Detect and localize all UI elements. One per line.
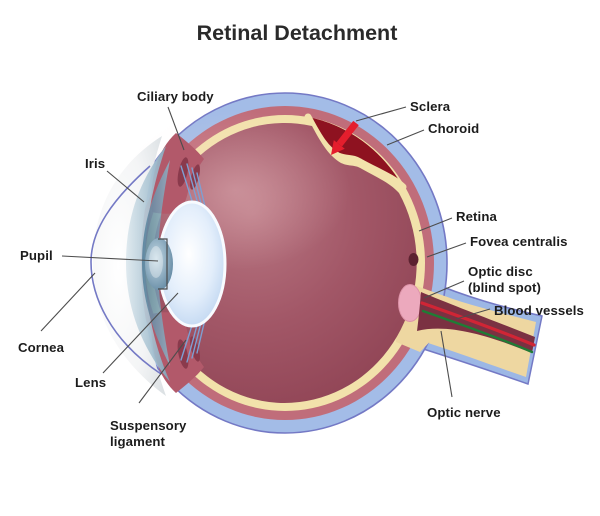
label-optic-nerve: Optic nerve [427,405,501,420]
pupil-bracket [158,238,168,290]
label-suspensory-line2: ligament [110,434,166,449]
leader-optic-disc [423,280,465,299]
label-retina: Retina [456,209,497,224]
leader-lens [102,292,179,374]
lens-capsule-highlight [149,246,163,278]
label-cornea: Cornea [18,340,65,355]
label-fovea-centralis: Fovea centralis [470,234,568,249]
optic-disc-shape [398,284,422,322]
labels: Ciliary body Sclera Choroid Iris Retina … [18,89,584,449]
leader-choroid [386,129,425,146]
label-suspensory-line1: Suspensory [110,418,187,433]
leader-pupil [61,255,159,262]
lens-capsule-front [145,238,173,290]
leader-cornea [40,272,96,332]
limbus-shape [126,146,170,382]
label-sclera: Sclera [410,99,451,114]
label-blood-vessels: Blood vessels [494,303,584,318]
label-optic-disc-line1: Optic disc [468,264,533,279]
central-artery-line [420,301,536,347]
ciliary-body-top [151,133,204,214]
fovea-centralis-spot [408,253,419,266]
detachment-arrow-icon [331,120,359,155]
leader-suspensory-ligament [138,339,187,404]
leader-lines [40,106,491,404]
leader-sclera [355,106,407,122]
figure-title: Retinal Detachment [197,21,398,45]
label-optic-disc-line2: (blind spot) [468,280,541,295]
leader-ciliary-body [167,106,185,151]
eye-outline-contour [90,165,162,375]
leader-retina [418,217,453,232]
label-lens: Lens [75,375,106,390]
leader-iris [106,170,145,203]
label-iris: Iris [85,156,105,171]
label-pupil: Pupil [20,248,53,263]
central-vein-line [421,309,534,354]
label-ciliary-body: Ciliary body [137,89,214,104]
leader-optic-nerve [440,330,453,398]
leader-blood-vessels [455,308,491,320]
leader-fovea-centralis [426,242,467,258]
label-choroid: Choroid [428,121,479,136]
